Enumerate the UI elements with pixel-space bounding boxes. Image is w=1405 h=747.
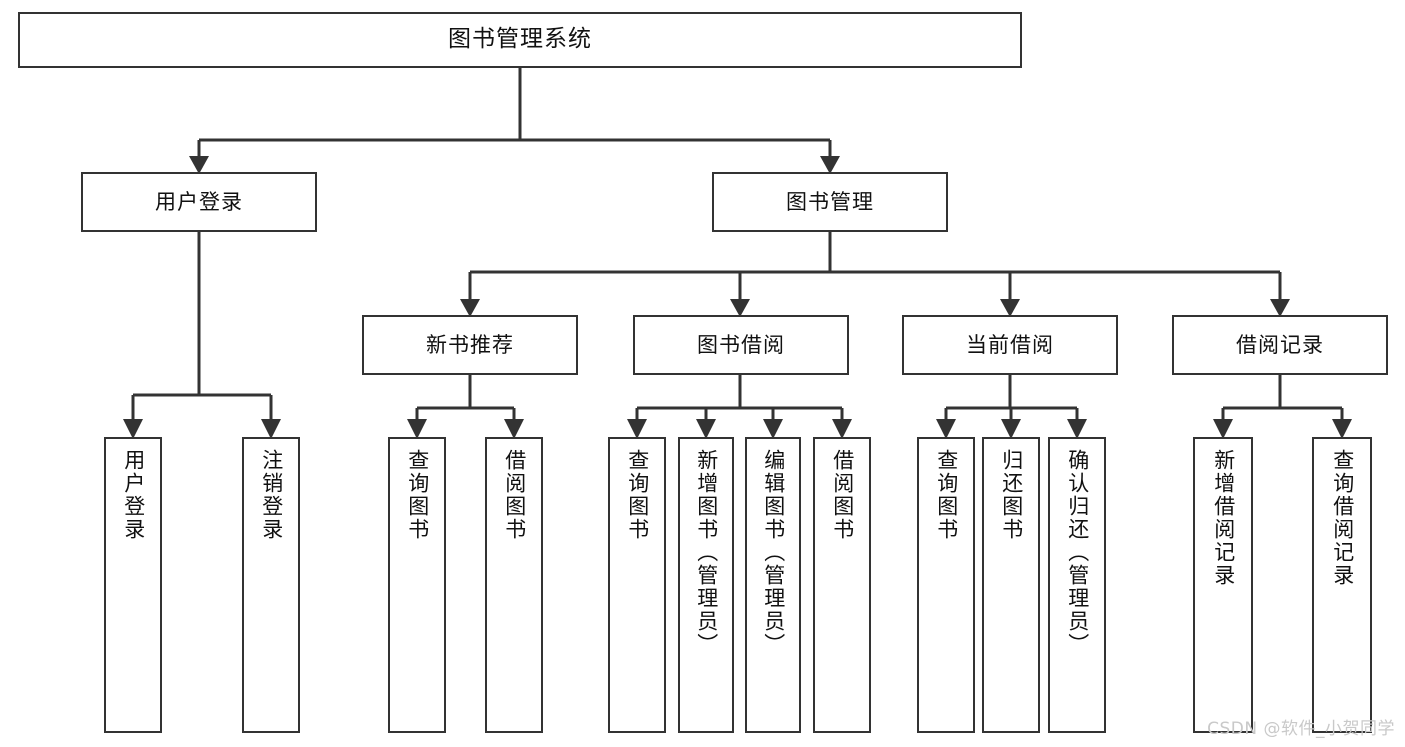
leaf-user-login[interactable]: 用户登录	[104, 437, 162, 733]
node-book-borrow-label: 图书借阅	[697, 332, 785, 357]
leaf-add-book-admin[interactable]: 新增图书（管理员）	[678, 437, 734, 733]
leaf-add-book-admin-label: 新增图书（管理员）	[694, 449, 719, 656]
arrowhead-leaf-confirm-return	[1067, 419, 1087, 439]
leaf-query-book-current[interactable]: 查询图书	[917, 437, 975, 733]
node-new-book-recommend[interactable]: 新书推荐	[362, 315, 578, 375]
leaf-query-book-borrow-label: 查询图书	[625, 449, 650, 541]
node-borrow-records[interactable]: 借阅记录	[1172, 315, 1388, 375]
node-user-login[interactable]: 用户登录	[81, 172, 317, 232]
node-root-system-label: 图书管理系统	[448, 26, 592, 53]
leaf-query-borrow-record[interactable]: 查询借阅记录	[1312, 437, 1372, 733]
leaf-edit-book-admin[interactable]: 编辑图书（管理员）	[745, 437, 801, 733]
node-current-borrow-label: 当前借阅	[966, 332, 1054, 357]
leaf-borrow-book-label: 借阅图书	[830, 449, 855, 541]
leaf-logout[interactable]: 注销登录	[242, 437, 300, 733]
leaf-query-book-borrow[interactable]: 查询图书	[608, 437, 666, 733]
arrowhead-leaf-query-record	[1332, 419, 1352, 439]
watermark-text: CSDN @软件_小贺同学	[1207, 719, 1395, 739]
node-book-management-label: 图书管理	[786, 189, 874, 214]
leaf-return-book[interactable]: 归还图书	[982, 437, 1040, 733]
leaf-add-borrow-record-label: 新增借阅记录	[1211, 449, 1236, 587]
arrowhead-leaf-logout	[261, 419, 281, 439]
arrowhead-leaf-query-book-2	[627, 419, 647, 439]
node-new-book-recommend-label: 新书推荐	[426, 332, 514, 357]
node-book-management[interactable]: 图书管理	[712, 172, 948, 232]
arrowhead-leaf-user-login	[123, 419, 143, 439]
leaf-confirm-return-admin-label: 确认归还（管理员）	[1065, 449, 1090, 656]
arrowhead-leaf-borrow-book-2	[832, 419, 852, 439]
arrowhead-leaf-borrow-book-1	[504, 419, 524, 439]
leaf-borrow-book[interactable]: 借阅图书	[813, 437, 871, 733]
leaf-edit-book-admin-label: 编辑图书（管理员）	[761, 449, 786, 656]
leaf-confirm-return-admin[interactable]: 确认归还（管理员）	[1048, 437, 1106, 733]
node-root-system[interactable]: 图书管理系统	[18, 12, 1022, 68]
leaf-query-book-current-label: 查询图书	[934, 449, 959, 541]
leaf-add-borrow-record[interactable]: 新增借阅记录	[1193, 437, 1253, 733]
leaf-borrow-book-recommend-label: 借阅图书	[502, 449, 527, 541]
node-book-borrow[interactable]: 图书借阅	[633, 315, 849, 375]
leaf-logout-label: 注销登录	[259, 449, 284, 541]
node-current-borrow[interactable]: 当前借阅	[902, 315, 1118, 375]
arrowhead-leaf-return-book	[1001, 419, 1021, 439]
node-user-login-label: 用户登录	[155, 189, 243, 214]
leaf-query-book-recommend[interactable]: 查询图书	[388, 437, 446, 733]
leaf-query-book-recommend-label: 查询图书	[405, 449, 430, 541]
node-borrow-records-label: 借阅记录	[1236, 332, 1324, 357]
arrowhead-leaf-add-book	[696, 419, 716, 439]
leaf-user-login-label: 用户登录	[121, 449, 146, 541]
arrowhead-leaf-add-record	[1213, 419, 1233, 439]
leaf-borrow-book-recommend[interactable]: 借阅图书	[485, 437, 543, 733]
leaf-query-borrow-record-label: 查询借阅记录	[1330, 449, 1355, 587]
arrowhead-leaf-query-book-3	[936, 419, 956, 439]
arrowhead-leaf-query-book-1	[407, 419, 427, 439]
arrowhead-leaf-edit-book	[763, 419, 783, 439]
leaf-return-book-label: 归还图书	[999, 449, 1024, 541]
